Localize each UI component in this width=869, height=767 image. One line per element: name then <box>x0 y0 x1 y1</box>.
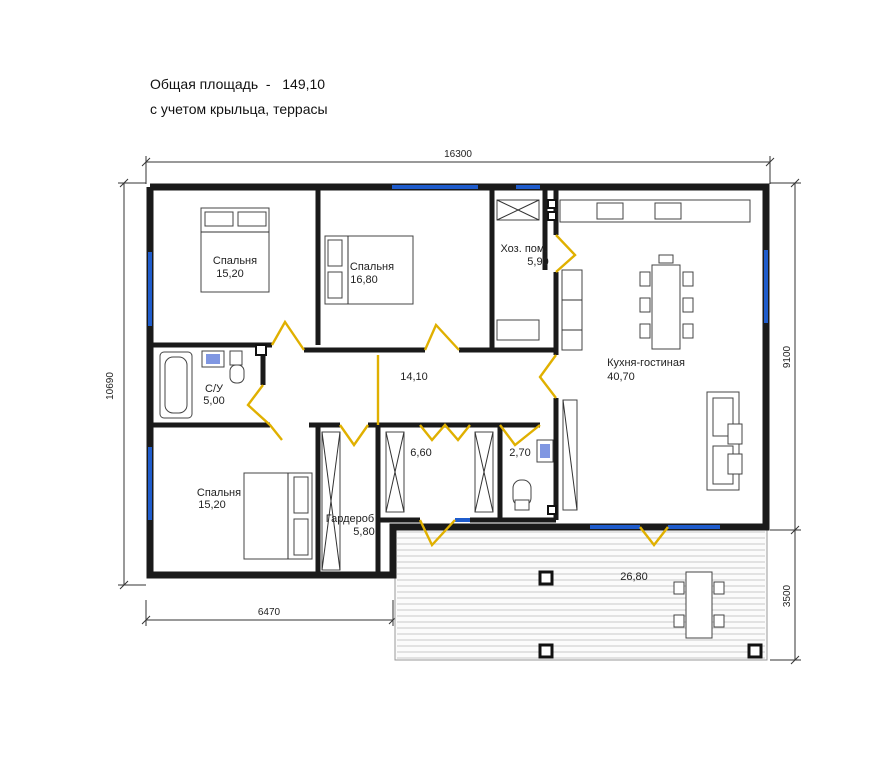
dim-left-height: 10690 <box>105 372 116 400</box>
dim-bottom-width: 6470 <box>258 607 281 618</box>
room-name-bedroom-2: Спальня <box>350 261 394 273</box>
room-area-bedroom-2: 16,80 <box>350 274 378 286</box>
total-area-title: Общая площадь - 149,10 <box>150 76 326 92</box>
room-name-wardrobe: Гардероб <box>326 513 374 525</box>
bed-bedroom-1 <box>200 207 270 293</box>
wc-fixtures <box>512 439 554 511</box>
sofa <box>706 391 743 491</box>
room-name-kitchen: Кухня-гостиная <box>607 357 685 369</box>
doors <box>246 234 669 548</box>
room-area-terrace: 26,80 <box>620 571 648 583</box>
room-area-wc: 2,70 <box>509 447 530 459</box>
room-area-bedroom-1: 15,20 <box>216 268 244 280</box>
room-name-bedroom-1: Спальня <box>213 255 257 267</box>
room-area-closet: 6,60 <box>410 447 431 459</box>
outer-walls <box>146 183 770 579</box>
room-name-bedroom-3: Спальня <box>197 487 241 499</box>
dimension-lines <box>118 156 801 665</box>
bed-bedroom-2 <box>324 235 414 305</box>
room-area-bedroom-3: 15,20 <box>198 499 226 511</box>
dim-top-width: 16300 <box>444 149 472 160</box>
bathroom-fixtures <box>201 350 245 384</box>
room-name-utility: Хоз. пом. <box>500 243 547 255</box>
dim-right-height: 9100 <box>782 345 793 368</box>
room-area-hall: 14,10 <box>400 371 428 383</box>
room-name-bathroom: С/У <box>205 383 224 395</box>
kitchen-counter <box>559 199 751 351</box>
columns <box>255 199 557 515</box>
windows <box>148 185 768 529</box>
bed-bedroom-3 <box>243 472 313 560</box>
terrace-post <box>538 643 554 659</box>
terrace-table <box>673 571 725 639</box>
room-area-bathroom: 5,00 <box>203 395 224 407</box>
bathtub <box>159 351 193 419</box>
wardrobe-shelves <box>321 199 578 571</box>
room-area-kitchen: 40,70 <box>607 371 635 383</box>
room-area-utility: 5,90 <box>527 256 548 268</box>
terrace-post <box>538 570 554 586</box>
terrace-post <box>747 643 763 659</box>
room-area-wardrobe: 5,80 <box>353 526 374 538</box>
total-area-subtitle: с учетом крыльца, террасы <box>150 101 328 117</box>
dining-table <box>639 254 694 350</box>
dim-right-terrace: 3500 <box>782 584 793 607</box>
